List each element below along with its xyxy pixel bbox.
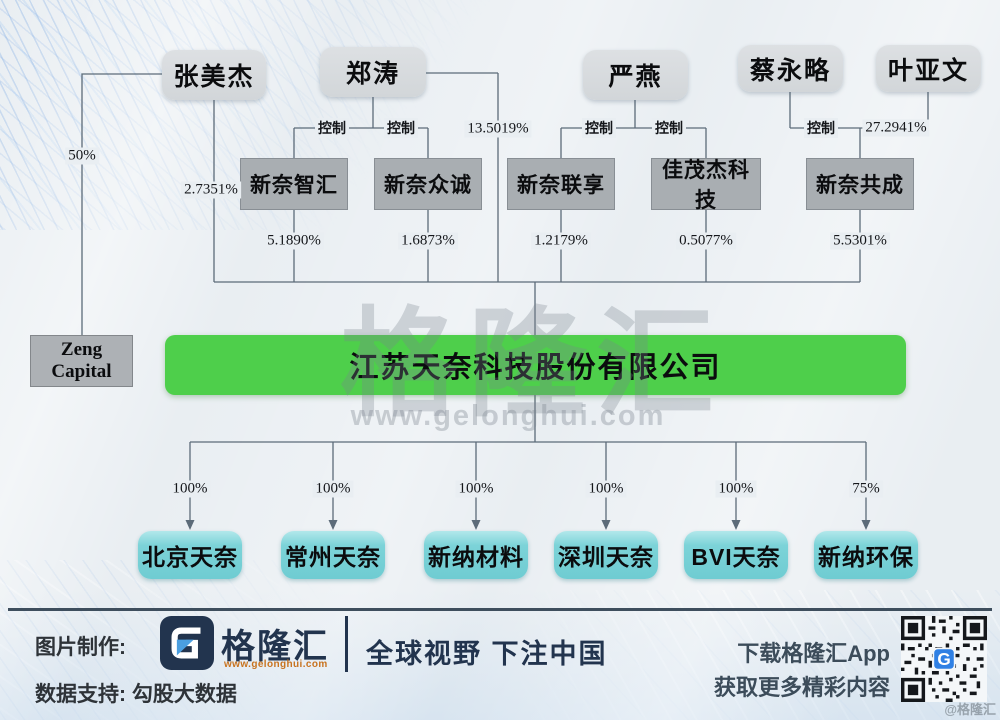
app-download-line2: 获取更多精彩内容 (713, 675, 890, 700)
pct-subsidiary-3: 100% (455, 480, 497, 498)
platform-xinnai-zhongcheng: 新奈众诚 (374, 158, 482, 210)
subsidiary-xinna-huanbao: 新纳环保 (814, 531, 918, 579)
shareholder-zhang-meijie: 张美杰 (162, 50, 266, 100)
pct-subsidiary-5: 100% (715, 480, 757, 498)
pct-zhang-direct: 2.7351% (181, 181, 241, 199)
made-by-label: 图片制作: (35, 636, 126, 659)
shareholder-ye-yawen: 叶亚文 (876, 45, 981, 92)
data-support-line: 数据支持: 勾股大数据 (35, 678, 237, 708)
pct-subsidiary-4: 100% (585, 480, 627, 498)
platform-xinnai-lianxiang: 新奈联享 (507, 158, 615, 210)
pct-subsidiary-1: 100% (169, 480, 211, 498)
control-label-3: 控制 (582, 118, 616, 138)
control-label-5: 控制 (804, 118, 838, 138)
data-support-label: 数据支持: (35, 683, 126, 706)
pct-platform-5: 5.5301% (830, 232, 890, 250)
control-label-4: 控制 (652, 118, 686, 138)
pct-platform-4: 0.5077% (676, 232, 736, 250)
shareholder-yan-yan: 严燕 (583, 50, 688, 100)
platform-xinnai-gongcheng: 新奈共成 (806, 158, 914, 210)
subsidiary-xinna-cailiao: 新纳材料 (424, 531, 528, 579)
app-qr-code: G (901, 616, 987, 702)
brand-slogan: 全球视野 下注中国 (366, 639, 608, 669)
subsidiary-shenzhen-tiannai: 深圳天奈 (554, 531, 658, 579)
control-label-1: 控制 (315, 118, 349, 138)
pct-zheng-direct: 13.5019% (464, 120, 532, 138)
subsidiary-bvi-tiannai: BVI天奈 (684, 531, 788, 579)
brand-site-url: www.gelonghui.com (224, 659, 328, 670)
footer-divider (8, 608, 992, 611)
data-support-value: 勾股大数据 (131, 683, 237, 706)
pct-zeng-capital: 50% (65, 147, 99, 165)
svg-text:G: G (937, 649, 950, 669)
platform-jiamaojie-keji: 佳茂杰科技 (651, 158, 761, 212)
platform-xinnai-zhihui: 新奈智汇 (240, 158, 348, 210)
shareholder-zeng-capital: Zeng Capital (30, 335, 133, 387)
arrowheads (185, 520, 871, 530)
footer-vertical-bar (345, 616, 348, 672)
company-jiangsu-cnano: 江苏天奈科技股份有限公司 (165, 335, 906, 395)
subsidiary-changzhou-tiannai: 常州天奈 (281, 531, 385, 579)
pct-subsidiary-6: 75% (849, 480, 883, 498)
subsidiary-beijing-tiannai: 北京天奈 (138, 531, 242, 579)
app-download-text: 下载格隆汇App 获取更多精彩内容 (600, 637, 890, 705)
shareholder-zheng-tao: 郑涛 (320, 47, 426, 97)
pct-platform-1: 5.1890% (264, 232, 324, 250)
pct-ye-direct: 27.2941% (862, 119, 930, 137)
control-label-2: 控制 (384, 118, 418, 138)
watermark-corner: @格隆汇 (944, 702, 996, 717)
pct-platform-2: 1.6873% (398, 232, 458, 250)
app-download-line1: 下载格隆汇App (737, 641, 890, 666)
shareholder-cai-yonglue: 蔡永略 (738, 45, 843, 92)
pct-platform-3: 1.2179% (531, 232, 591, 250)
gelonghui-logo-icon (160, 616, 214, 670)
pct-subsidiary-2: 100% (312, 480, 354, 498)
